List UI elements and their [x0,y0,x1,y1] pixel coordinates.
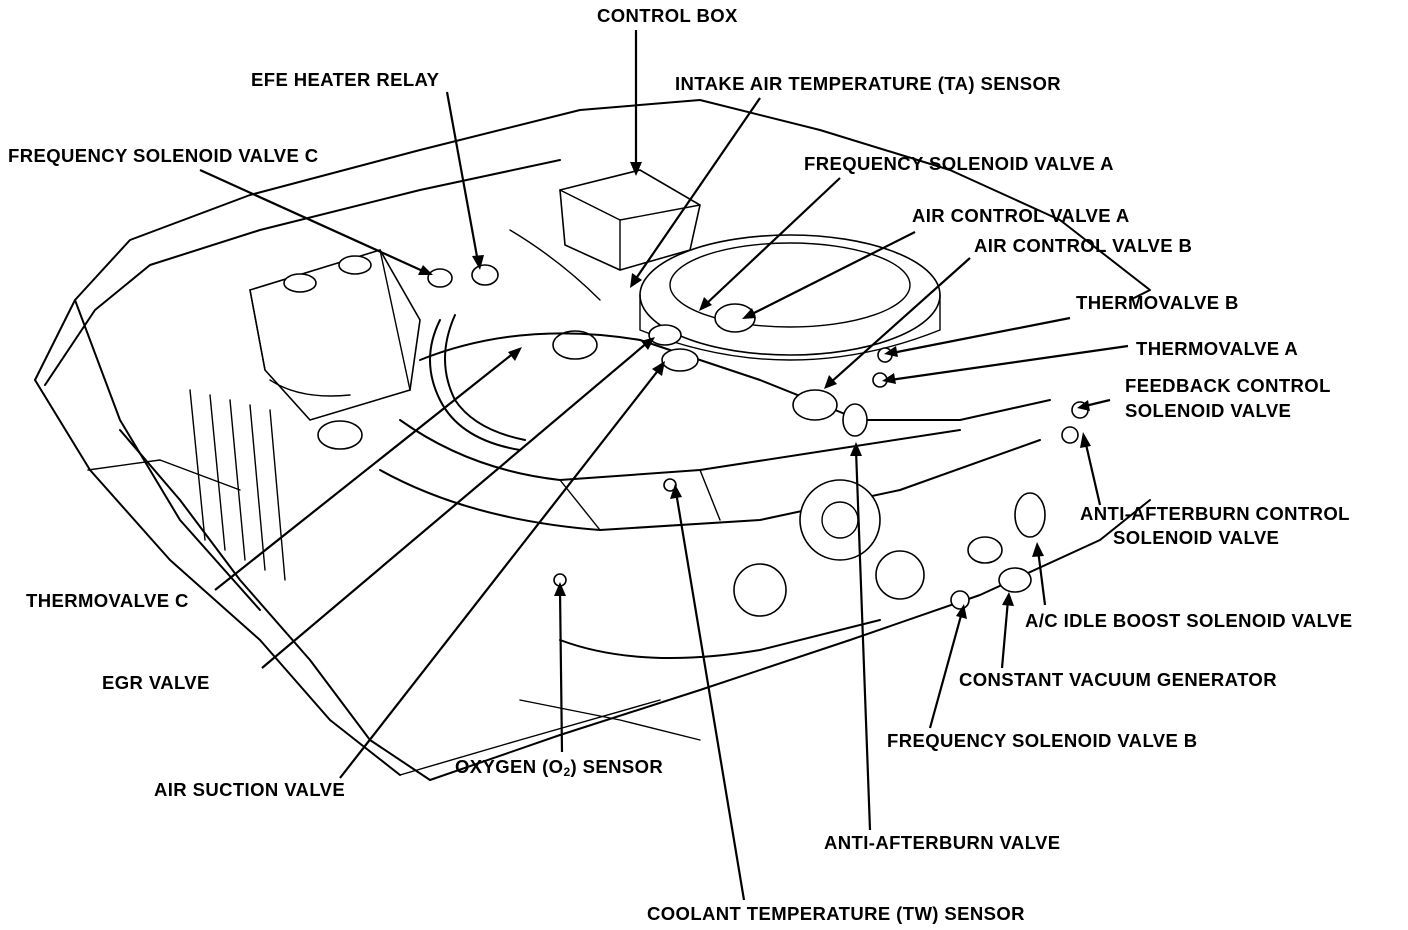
label-coolant-temperature-sensor: COOLANT TEMPERATURE (TW) SENSOR [647,903,1025,924]
label-intake-air-temperature-sensor: INTAKE AIR TEMPERATURE (TA) SENSOR [675,73,1061,94]
label-control-box: CONTROL BOX [597,5,738,26]
label-thermovalve-c: THERMOVALVE C [26,590,189,611]
label-oxygen-sensor: OXYGEN (O2) SENSOR [455,755,663,784]
label-feedback-control-line2: SOLENOID VALVE [1125,400,1292,421]
label-anti-afterburn-control-line2: SOLENOID VALVE [1113,527,1280,548]
oxygen-sensor-prefix: OXYGEN (O [455,756,564,777]
label-frequency-solenoid-valve-a: FREQUENCY SOLENOID VALVE A [804,153,1114,174]
label-air-control-valve-a: AIR CONTROL VALVE A [912,205,1130,226]
label-thermovalve-a: THERMOVALVE A [1136,338,1299,359]
label-ac-idle-boost-solenoid-valve: A/C IDLE BOOST SOLENOID VALVE [1025,610,1353,631]
label-constant-vacuum-generator: CONSTANT VACUUM GENERATOR [959,669,1277,690]
label-anti-afterburn-control-line1: ANTI-AFTERBURN CONTROL [1080,503,1350,524]
label-air-suction-valve: AIR SUCTION VALVE [154,779,346,800]
label-air-control-valve-b: AIR CONTROL VALVE B [974,235,1193,256]
label-anti-afterburn-valve: ANTI-AFTERBURN VALVE [824,832,1061,853]
label-frequency-solenoid-valve-b: FREQUENCY SOLENOID VALVE B [887,730,1198,751]
engine-bay-drawing [34,99,1151,781]
oxygen-sensor-suffix: ) SENSOR [570,756,664,777]
oxygen-sensor-subscript: 2 [563,765,571,779]
label-egr-valve: EGR VALVE [102,672,210,693]
label-frequency-solenoid-valve-c: FREQUENCY SOLENOID VALVE C [8,145,319,166]
leader-lines [199,30,1129,901]
label-feedback-control-line1: FEEDBACK CONTROL [1125,375,1331,396]
label-efe-heater-relay: EFE HEATER RELAY [251,69,440,90]
label-thermovalve-b: THERMOVALVE B [1076,292,1239,313]
